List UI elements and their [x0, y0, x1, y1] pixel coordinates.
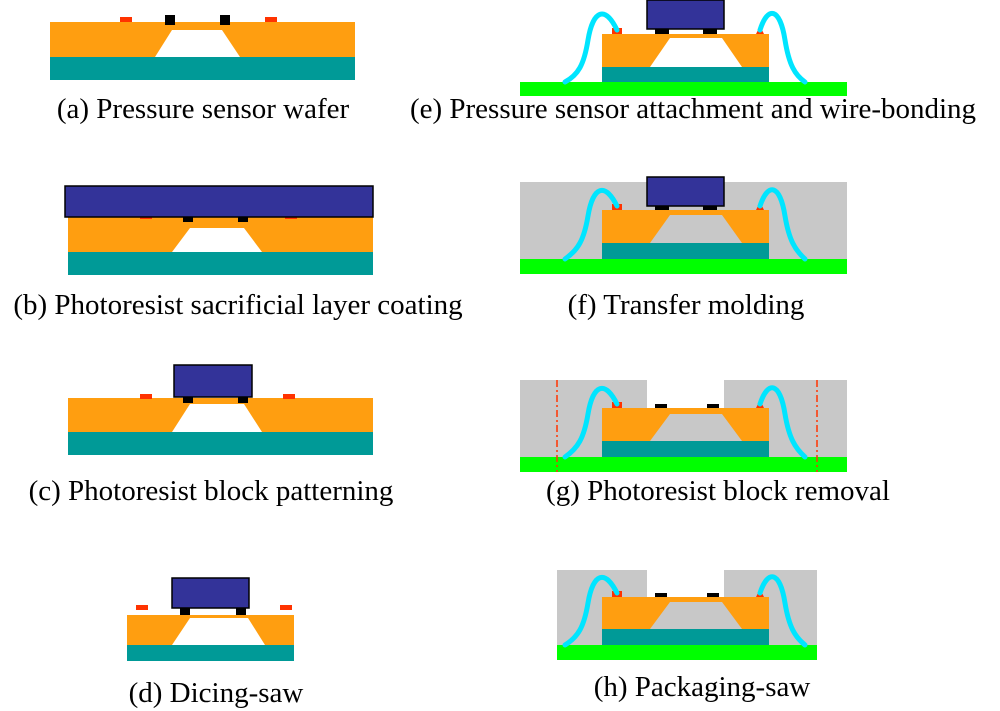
silicon-layer [50, 22, 355, 57]
silicon-layer [602, 408, 769, 441]
photoresist-block [646, 0, 725, 30]
bond-wire [562, 187, 620, 262]
contact-bump [183, 396, 193, 403]
bond-pad [136, 605, 148, 610]
contact-bump [655, 205, 669, 210]
contact-bump [707, 404, 719, 408]
step-d: (d) Dicing-saw [127, 577, 304, 709]
silicon-layer [127, 615, 294, 645]
bond-pad [283, 394, 295, 399]
step-a: (a) Pressure sensor wafer [50, 15, 355, 125]
photoresist-layer [64, 185, 374, 218]
contact-bump [707, 593, 719, 597]
step-f: (f) Transfer molding [520, 176, 847, 321]
glass-substrate [602, 629, 769, 645]
glass-substrate [50, 57, 355, 80]
bond-wire [562, 11, 620, 85]
photoresist-block [171, 577, 250, 609]
step-b: (b) Photoresist sacrificial layer coatin… [13, 185, 463, 321]
caption-a: (a) Pressure sensor wafer [57, 93, 350, 125]
glass-substrate [602, 441, 769, 457]
caption-c: (c) Photoresist block patterning [29, 475, 394, 507]
glass-substrate [68, 252, 373, 275]
step-h: (h) Packaging-saw [557, 570, 817, 703]
glass-substrate [602, 67, 769, 82]
bond-pad [280, 605, 292, 610]
bond-wire [757, 187, 808, 262]
silicon-layer [68, 217, 373, 252]
bond-wire [562, 385, 620, 460]
glass-substrate [127, 645, 294, 661]
caption-g: (g) Photoresist block removal [546, 475, 890, 507]
contact-bump [236, 608, 246, 615]
contact-bump [238, 215, 248, 222]
pcb-substrate [520, 82, 847, 96]
step-e: (e) Pressure sensor attachment and wire-… [410, 0, 976, 125]
pcb-substrate [520, 259, 847, 274]
silicon-layer [602, 34, 769, 67]
contact-bump [655, 29, 669, 34]
bond-wire [757, 385, 808, 460]
glass-substrate [602, 243, 769, 259]
step-c: (c) Photoresist block patterning [29, 364, 394, 507]
contact-bump [655, 404, 667, 408]
bond-pad [120, 17, 132, 22]
contact-bump [238, 396, 248, 403]
pcb-substrate [520, 457, 847, 472]
photoresist-block [173, 364, 253, 398]
bond-wire [757, 574, 808, 648]
bond-wire [757, 10, 808, 85]
step-g: (g) Photoresist block removal [520, 380, 890, 507]
caption-f: (f) Transfer molding [568, 289, 805, 321]
silicon-layer [602, 597, 769, 629]
contact-bump [180, 608, 190, 615]
caption-b: (b) Photoresist sacrificial layer coatin… [13, 289, 462, 321]
photoresist-block [646, 176, 725, 207]
caption-h: (h) Packaging-saw [594, 671, 811, 703]
caption-e: (e) Pressure sensor attachment and wire-… [410, 93, 976, 125]
bond-pad [265, 17, 277, 22]
silicon-layer [68, 398, 373, 432]
silicon-layer [602, 210, 769, 243]
glass-substrate [68, 432, 373, 455]
contact-bump [703, 29, 717, 34]
bond-wire [562, 574, 620, 648]
pcb-substrate [557, 645, 817, 660]
contact-bump [183, 215, 193, 222]
contact-bump [655, 593, 667, 597]
bond-pad [140, 394, 152, 399]
contact-bump [703, 205, 717, 210]
contact-bump [220, 15, 230, 25]
caption-d: (d) Dicing-saw [129, 677, 304, 709]
contact-bump [165, 15, 175, 25]
